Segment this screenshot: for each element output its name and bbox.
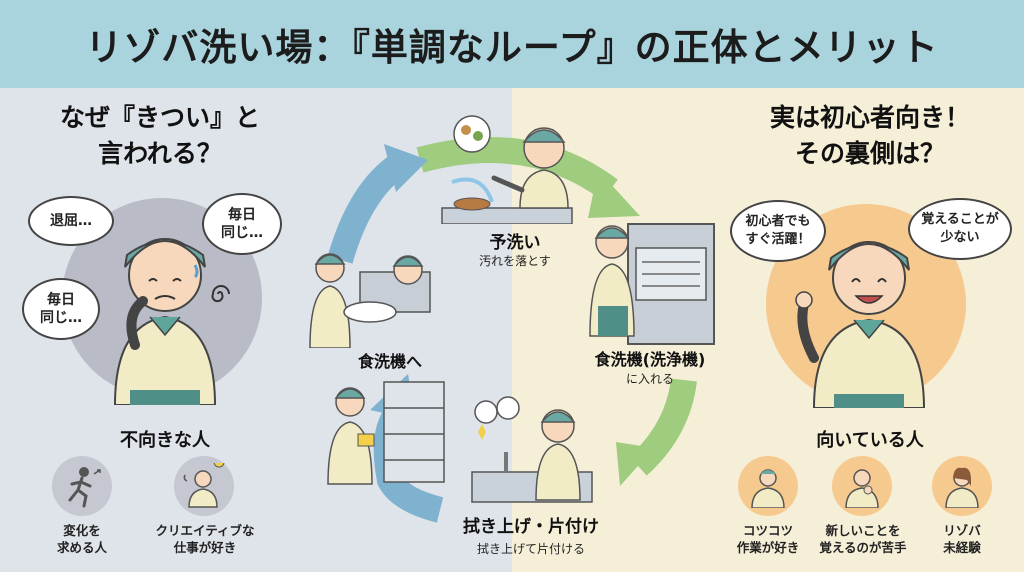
tired-worker-icon — [113, 238, 217, 405]
step-wiping-sub: 拭き上げて片付ける — [476, 542, 585, 556]
thinking-person-icon — [845, 469, 879, 508]
step-wiping-label: 拭き上げ・片付け — [463, 517, 599, 537]
beginner-woman-icon — [945, 467, 979, 508]
shelf-scene-icon — [327, 381, 445, 485]
right-heading: 実は初心者向き！ その裏側は？ — [769, 103, 970, 168]
cycle-arrow-top-right — [416, 137, 618, 201]
step-dishwasher-sub: に入れる — [625, 372, 674, 386]
bubble-beginners-ok: 初心者でも すぐ活躍！ — [730, 200, 826, 262]
step-prewash-sub: 汚れを落とす — [479, 254, 551, 268]
cycle-arrowhead-2 — [616, 442, 654, 486]
wiping-scene-icon — [471, 396, 593, 503]
suitable-caption-1: コツコツ 作業が好き — [736, 523, 800, 555]
loading-scene-icon — [309, 253, 431, 348]
cycle-arrowhead-1 — [588, 170, 640, 218]
suitable-caption-3: リゾバ 未経験 — [943, 523, 981, 555]
title-banner: リゾバ洗い場：『単調なループ』の正体とメリット — [0, 0, 1024, 88]
happy-worker-icon — [795, 241, 926, 408]
unsuitable-icon-1-bg — [52, 456, 112, 516]
suitable-icon-3-bg — [932, 456, 992, 516]
cycle-arrow-left-up — [327, 153, 408, 264]
suitable-icon-2-bg — [832, 456, 892, 516]
idea-person-icon — [183, 463, 225, 508]
bubble-same-every-day-1: 毎日 同じ… — [202, 193, 282, 255]
worker-icon — [751, 469, 785, 508]
cycle-arrow-right-down — [629, 378, 697, 476]
step-prewash-label: 予洗い — [489, 233, 541, 253]
running-person-icon — [68, 467, 101, 508]
suitable-caption-2: 新しいことを 覚えるのが苦手 — [819, 523, 907, 555]
bubble-little-to-learn: 覚えることが 少ない — [908, 198, 1012, 260]
step-to-dishwasher-label: 食洗機へ — [357, 352, 422, 371]
unsuitable-caption-1: 変化を 求める人 — [56, 523, 107, 555]
unsuitable-caption-2: クリエイティブな 仕事が好き — [155, 523, 255, 555]
dishwasher-scene-icon — [589, 223, 715, 345]
bubble-bored: 退屈… — [28, 196, 114, 246]
spiral-icon — [211, 285, 230, 303]
suitable-icon-1-bg — [738, 456, 798, 516]
unsuitable-icon-2-bg — [174, 456, 234, 516]
unsuitable-title: 不向きな人 — [120, 430, 210, 451]
step-dishwasher-label: 食洗機(洗浄機) — [594, 350, 706, 369]
page-title: リゾバ洗い場：『単調なループ』の正体とメリット — [85, 26, 939, 69]
cycle-arrowhead-4 — [384, 144, 428, 192]
left-heading: なぜ『きつい』と 言われる？ — [59, 103, 260, 168]
pre-wash-scene-icon — [441, 115, 573, 224]
suitable-title: 向いている人 — [816, 430, 924, 451]
bubble-same-every-day-2: 毎日 同じ… — [22, 278, 100, 340]
